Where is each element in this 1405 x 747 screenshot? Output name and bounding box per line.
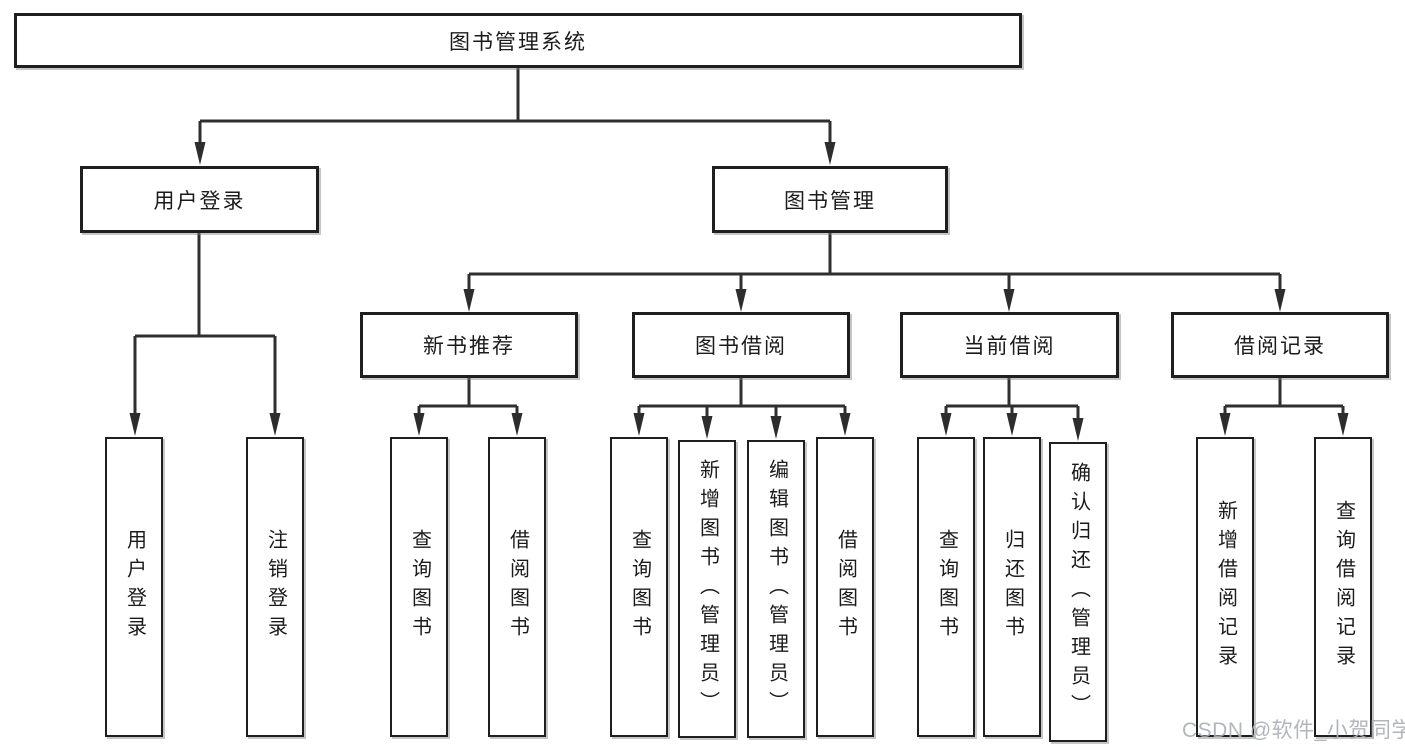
node-label: 借阅记录 bbox=[1234, 335, 1326, 358]
leaf-label: 查询图书 bbox=[935, 529, 958, 645]
connector-book-mgmt bbox=[467, 231, 1282, 296]
leaf-label: 确认归还（管理员） bbox=[1067, 461, 1090, 723]
leaf-label: 查询图书 bbox=[628, 529, 651, 645]
leaf-query-books-borrow: 查询图书 bbox=[610, 437, 668, 737]
leaf-label: 新增借阅记录 bbox=[1214, 500, 1237, 674]
leaf-label: 新增图书（管理员） bbox=[696, 458, 719, 720]
leaf-borrow-books-recommend: 借阅图书 bbox=[488, 437, 546, 737]
node-current-borrowing: 当前借阅 bbox=[900, 312, 1119, 378]
node-label: 当前借阅 bbox=[963, 335, 1056, 358]
node-label: 图书借阅 bbox=[695, 335, 787, 358]
connector-borrow-record bbox=[1223, 376, 1345, 420]
leaf-label: 编辑图书（管理员） bbox=[765, 458, 788, 720]
connector-root bbox=[198, 66, 832, 150]
node-book-borrowing: 图书借阅 bbox=[632, 312, 850, 378]
leaf-label: 借阅图书 bbox=[834, 529, 857, 645]
connector-user-login bbox=[133, 231, 277, 420]
leaf-query-books-recommend: 查询图书 bbox=[390, 437, 448, 737]
leaf-add-books-admin: 新增图书（管理员） bbox=[678, 440, 736, 738]
node-label: 图书管理 bbox=[784, 189, 876, 213]
node-new-book-recommend: 新书推荐 bbox=[360, 312, 578, 378]
leaf-label: 注销登录 bbox=[264, 529, 287, 645]
node-system-root: 图书管理系统 bbox=[14, 13, 1022, 68]
leaf-query-borrow-record: 查询借阅记录 bbox=[1314, 437, 1372, 737]
leaf-borrow-books: 借阅图书 bbox=[816, 437, 874, 737]
leaf-label: 归还图书 bbox=[1001, 529, 1024, 645]
node-label: 新书推荐 bbox=[423, 335, 515, 358]
csdn-watermark: CSDN @软件_小贺同学 bbox=[1182, 719, 1405, 742]
leaf-query-books-current: 查询图书 bbox=[917, 437, 975, 737]
leaf-label: 查询借阅记录 bbox=[1332, 500, 1355, 674]
arrowheads bbox=[129, 142, 1349, 441]
node-borrowing-records: 借阅记录 bbox=[1171, 312, 1389, 378]
leaf-edit-books-admin: 编辑图书（管理员） bbox=[747, 440, 805, 738]
leaf-add-borrow-record: 新增借阅记录 bbox=[1196, 437, 1254, 737]
leaf-label: 查询图书 bbox=[408, 529, 431, 645]
node-book-management: 图书管理 bbox=[712, 166, 948, 233]
leaf-confirm-return-admin: 确认归还（管理员） bbox=[1049, 442, 1107, 742]
leaf-return-books: 归还图书 bbox=[983, 437, 1041, 737]
connector-new-book bbox=[417, 376, 519, 420]
leaf-user-login: 用户登录 bbox=[105, 437, 163, 737]
leaf-label: 借阅图书 bbox=[506, 529, 529, 645]
node-label: 图书管理系统 bbox=[449, 30, 587, 54]
connector-book-borrow bbox=[637, 376, 847, 423]
leaf-logout: 注销登录 bbox=[246, 437, 304, 737]
leaf-label: 用户登录 bbox=[123, 529, 146, 645]
node-user-login: 用户登录 bbox=[80, 166, 319, 233]
node-label: 用户登录 bbox=[153, 189, 246, 213]
